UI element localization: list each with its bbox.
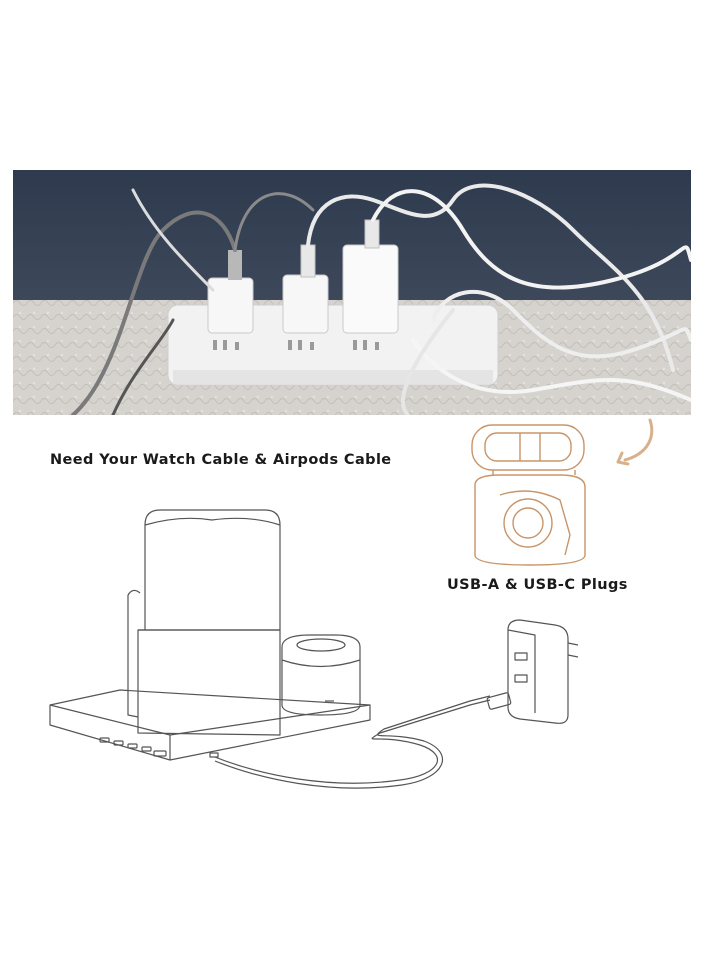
watch-airpods-cable-caption: Need Your Watch Cable & Airpods Cable	[50, 452, 392, 468]
charging-station-drawing	[49, 418, 654, 789]
usb-plugs-caption: USB-A & USB-C Plugs	[447, 577, 628, 593]
power-strip-photo	[13, 170, 691, 415]
curved-arrow-icon	[623, 418, 654, 462]
